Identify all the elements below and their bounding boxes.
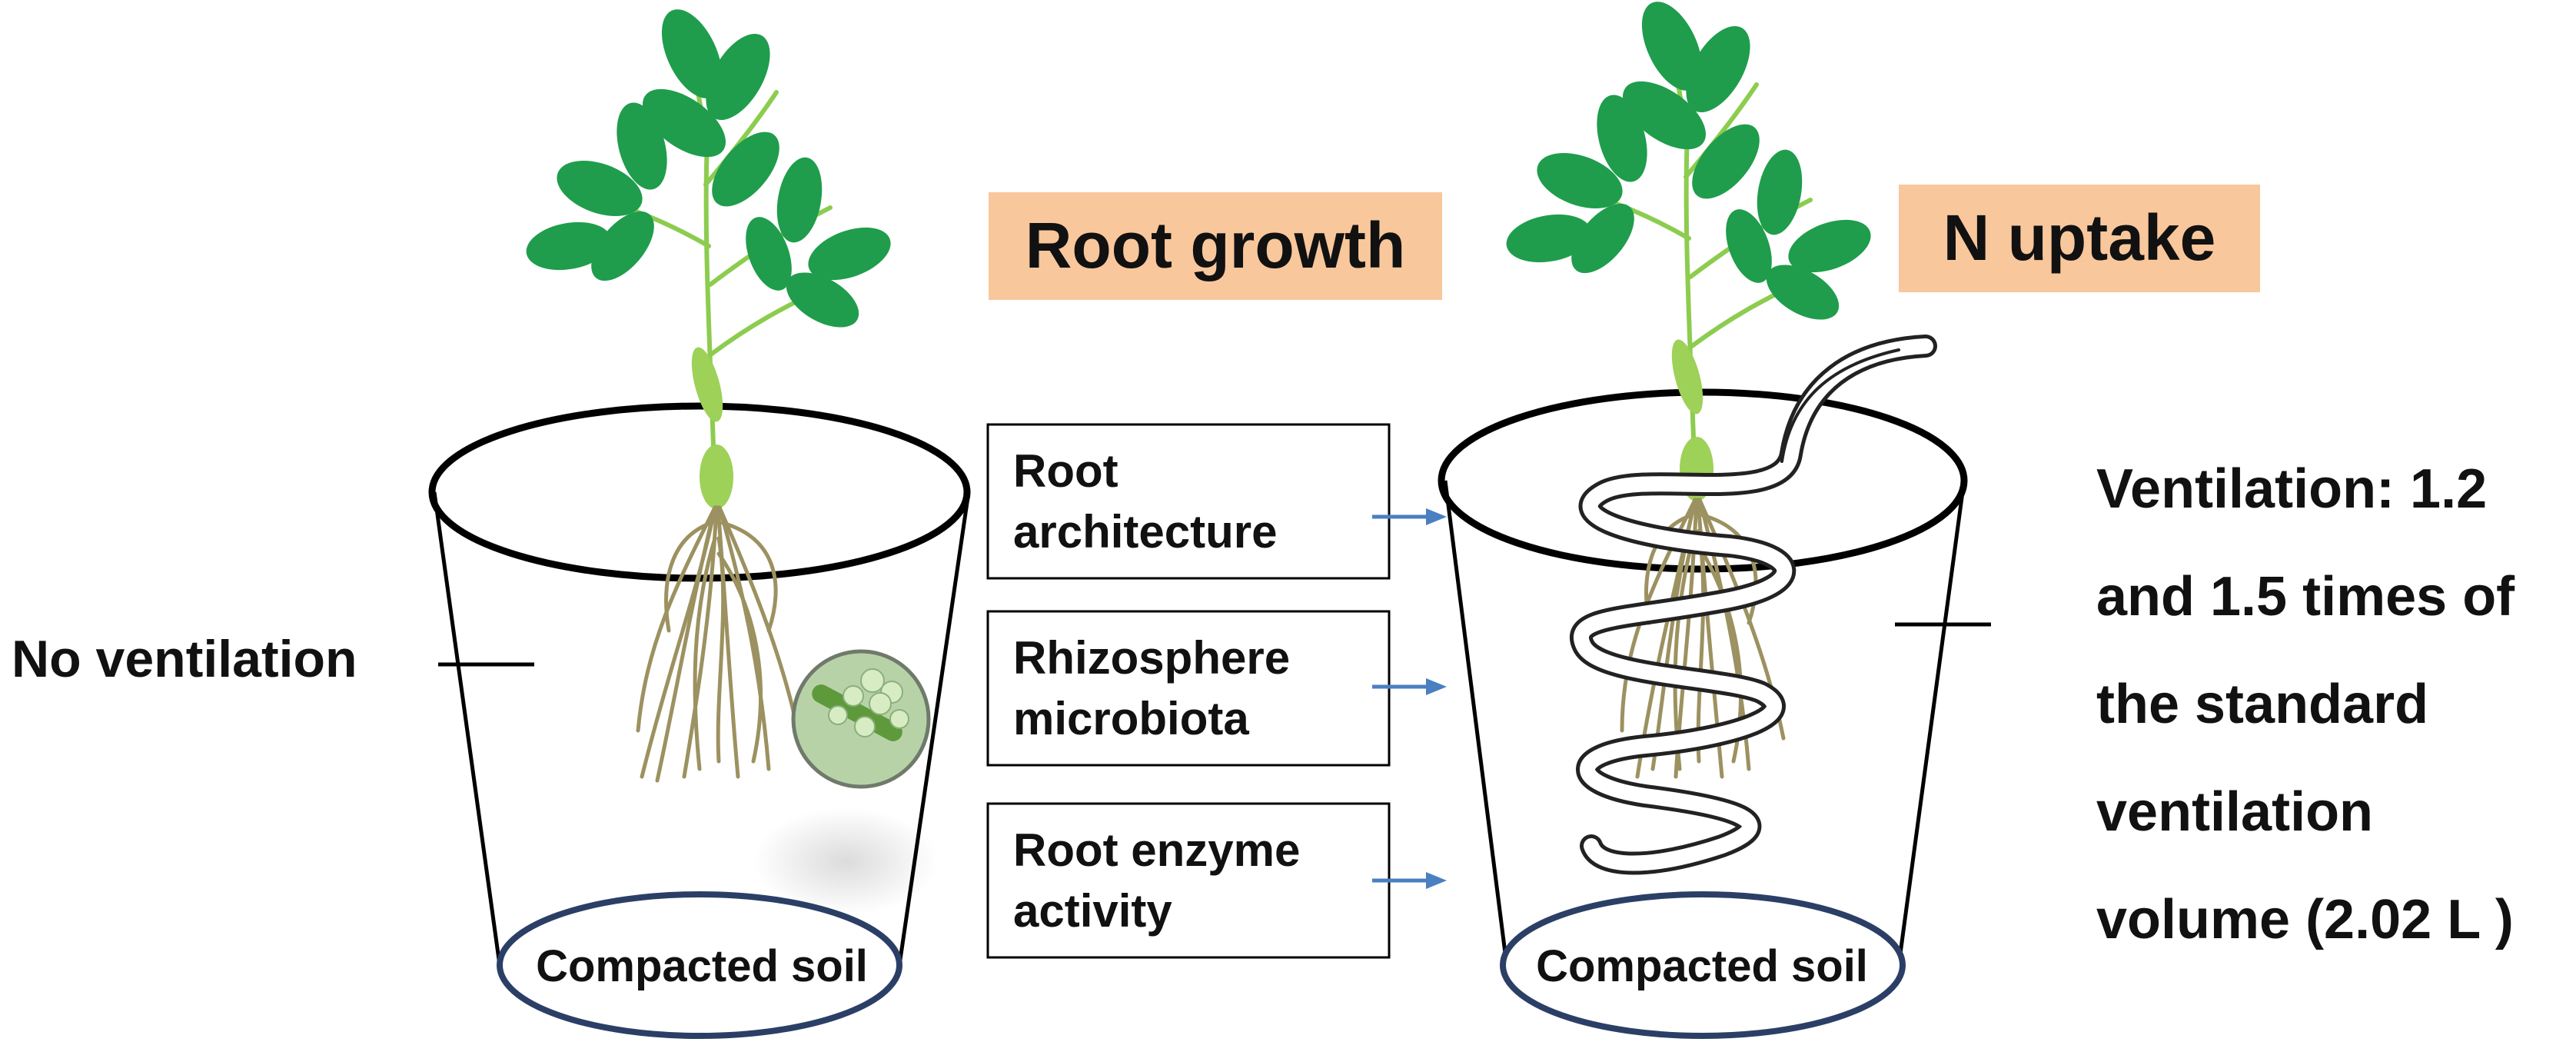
right-pot-base-ring [1500, 891, 1906, 1039]
svg-text:and 1.5 times of: and 1.5 times of [2096, 566, 2515, 628]
arrow-icon [1372, 508, 1447, 525]
left-condition-label: No ventilation [12, 630, 534, 688]
left-pot-base-label: Compacted soil [536, 941, 868, 991]
factor-box-rhizosphere-microbiota: Rhizosphere microbiota [986, 610, 1391, 767]
seedling-icon [526, 9, 891, 509]
right-pot-base-label: Compacted soil [1536, 941, 1868, 991]
ventilation-tube-icon [1570, 335, 1937, 875]
svg-text:Root growth: Root growth [1025, 209, 1406, 281]
arrow-icon [1372, 678, 1447, 695]
root-system-left [636, 505, 802, 783]
svg-text:architecture: architecture [1013, 506, 1277, 558]
svg-text:volume (2.02 L ): volume (2.02 L ) [2096, 889, 2514, 950]
svg-text:N uptake: N uptake [1943, 201, 2216, 274]
left-pot-base-ring [497, 891, 902, 1039]
microbe-circle-icon [791, 649, 931, 789]
heading-n-uptake: N uptake [1899, 185, 2260, 292]
factor-box-root-architecture: Root architecture [986, 423, 1391, 580]
factor-box-root-enzyme-activity: Root enzyme activity [986, 802, 1391, 959]
svg-text:the standard: the standard [2096, 674, 2428, 735]
svg-text:Root: Root [1013, 445, 1118, 497]
seedling-icon [1506, 2, 1871, 501]
left-pot [428, 402, 971, 1039]
arrow-icon [1372, 872, 1447, 889]
right-condition-label: Ventilation: 1.2 and 1.5 times of the st… [1895, 458, 2515, 950]
svg-text:Root enzyme: Root enzyme [1013, 824, 1300, 876]
svg-text:Rhizosphere: Rhizosphere [1013, 632, 1290, 684]
svg-text:Ventilation: 1.2: Ventilation: 1.2 [2096, 458, 2487, 520]
heading-root-growth: Root growth [989, 192, 1442, 300]
svg-text:ventilation: ventilation [2096, 781, 2373, 843]
svg-text:activity: activity [1013, 885, 1172, 937]
svg-text:microbiota: microbiota [1013, 693, 1249, 744]
svg-text:No ventilation: No ventilation [12, 630, 357, 688]
